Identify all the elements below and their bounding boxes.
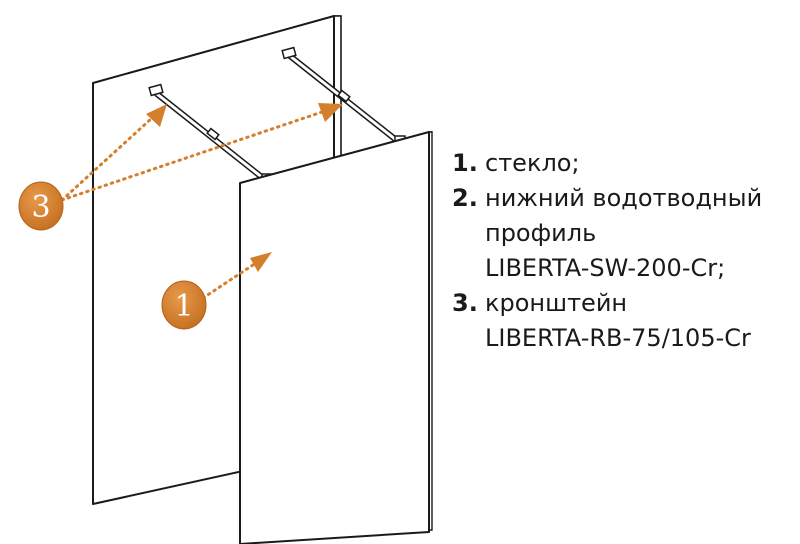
callout-1-leader [201, 252, 272, 300]
legend-item-text: стекло; [485, 146, 580, 181]
legend-item-number: 2. [452, 184, 478, 212]
arrowhead-icon [146, 104, 167, 127]
legend-item-3: 3. кронштейн LIBERTA-RB-75/105-Cr [452, 286, 792, 356]
legend-item-number: 3. [452, 289, 478, 317]
legend-item-1: 1. стекло; [452, 146, 792, 181]
legend-item-line: LIBERTA-RB-75/105-Cr [485, 324, 751, 352]
parts-legend: 1. стекло; 2. нижний водотводный профиль… [452, 146, 792, 356]
legend-item-2: 2. нижний водотводный профиль LIBERTA-SW… [452, 181, 792, 286]
legend-item-number: 1. [452, 149, 478, 177]
glass-panel [239, 131, 433, 544]
legend-item-line: нижний водотводный [485, 184, 763, 212]
arrowhead-icon [318, 103, 343, 122]
callout-badge-3: 3 [18, 181, 64, 231]
arrowhead-icon [250, 252, 272, 272]
legend-item-text: нижний водотводный профиль LIBERTA-SW-20… [485, 181, 762, 286]
legend-item-text: кронштейн LIBERTA-RB-75/105-Cr [485, 286, 751, 356]
callout-badge-1-label: 1 [174, 289, 193, 324]
legend-item-line: кронштейн [485, 289, 628, 317]
legend-item-line: стекло; [485, 149, 580, 177]
callout-badge-1: 1 [161, 280, 207, 330]
legend-item-line: профиль [485, 219, 597, 247]
legend-item-line: LIBERTA-SW-200-Cr; [485, 254, 726, 282]
callout-3-leaders [60, 103, 343, 202]
callout-badge-3-label: 3 [31, 190, 50, 225]
